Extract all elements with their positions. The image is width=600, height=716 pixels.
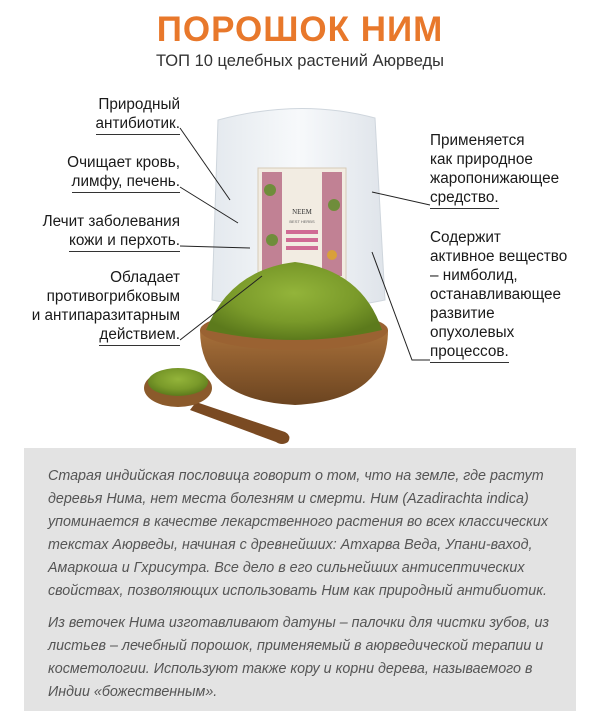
callout-text: Содержит	[430, 229, 501, 246]
description-box: Старая индийская пословица говорит о том…	[24, 448, 576, 711]
callout-text: – нимболид,	[430, 267, 518, 284]
powder-bowl	[200, 262, 388, 405]
callout-text: активное вещество	[430, 248, 568, 265]
callout-antibiotic: Природный антибиотик.	[95, 95, 180, 135]
callout-antifungal: Обладает противогрибковым и антипаразита…	[32, 268, 180, 346]
callout-leaders	[179, 127, 431, 361]
callout-text: Природный	[98, 96, 180, 113]
callout-text: развитие	[430, 305, 495, 322]
product-illustration: NEEM BEST HERBS	[144, 107, 431, 444]
neem-powder	[206, 262, 382, 340]
callout-skin-diseases: Лечит заболевания кожи и перхоть.	[43, 212, 180, 252]
callout-text: средство.	[430, 188, 499, 209]
description-paragraph-1: Старая индийская пословица говорит о том…	[48, 468, 549, 599]
package-brand: NEEM	[292, 208, 313, 216]
wooden-spoon	[144, 368, 290, 444]
callout-text: процессов.	[430, 342, 509, 363]
product-package: NEEM BEST HERBS	[211, 107, 386, 310]
callout-text: жаропонижающее	[430, 170, 560, 187]
callout-text: опухолевых	[430, 324, 515, 341]
callout-text: противогрибковым	[46, 288, 180, 305]
callout-text: действием.	[99, 325, 180, 346]
callout-text: Применяется	[430, 132, 525, 149]
callout-text: и антипаразитарным	[31, 307, 180, 324]
package-sub: BEST HERBS	[289, 219, 315, 224]
callout-text: кожи и перхоть.	[68, 231, 180, 252]
callout-text: лимфу, печень.	[71, 172, 180, 193]
callout-antipyretic: Применяется как природное жаропонижающее…	[430, 131, 559, 209]
callout-cleanses-blood: Очищает кровь, лимфу, печень.	[67, 153, 180, 193]
page-subtitle: ТОП 10 целебных растений Аюрведы	[155, 52, 445, 70]
callout-text: останавливающее	[430, 286, 562, 303]
callout-text: Очищает кровь,	[67, 154, 180, 171]
callout-text: как природное	[430, 151, 533, 168]
callout-text: антибиотик.	[95, 114, 180, 135]
page-title: ПОРОШОК НИМ	[156, 10, 444, 49]
callout-text: Обладает	[110, 269, 180, 286]
description-paragraph-2: Из веточек Нима изготавливают датуны – п…	[48, 615, 550, 700]
callout-nimbolide: Содержит активное вещество – нимболид, о…	[430, 228, 567, 363]
callout-text: Лечит заболевания	[42, 213, 180, 230]
